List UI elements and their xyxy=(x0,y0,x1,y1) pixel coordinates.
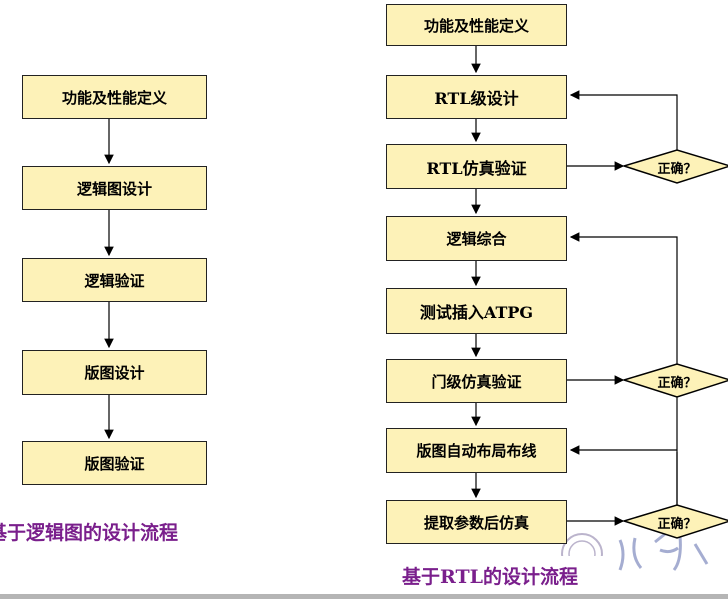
right-step-2: RTL级设计 xyxy=(386,75,567,119)
left-step-1: 功能及性能定义 xyxy=(22,75,207,119)
left-step-5: 版图验证 xyxy=(22,441,207,485)
bottom-bar xyxy=(0,594,728,599)
decision-diamond-3 xyxy=(621,504,728,539)
decision-diamond-2 xyxy=(621,363,728,398)
decision-label-1: 正确？ xyxy=(657,162,697,177)
decision-diamond-1 xyxy=(621,149,728,184)
right-step-1: 功能及性能定义 xyxy=(386,4,567,46)
right-step-4: 逻辑综合 xyxy=(386,216,567,261)
left-step-2: 逻辑图设计 xyxy=(22,166,207,210)
left-step-4: 版图设计 xyxy=(22,350,207,395)
right-step-6: 门级仿真验证 xyxy=(386,359,567,403)
right-step-5: 测试插入ATPG xyxy=(386,288,567,334)
right-step-7: 版图自动布局布线 xyxy=(386,428,567,473)
right-caption: 基于RTL的设计流程 xyxy=(362,556,618,594)
right-step-8: 提取参数后仿真 xyxy=(386,500,567,544)
decision-label-3: 正确？ xyxy=(657,517,697,532)
left-step-3: 逻辑验证 xyxy=(22,258,207,302)
left-caption: 基于逻辑图的设计流程 xyxy=(0,522,179,544)
right-step-3: RTL仿真验证 xyxy=(386,144,567,189)
decision-label-2: 正确？ xyxy=(657,376,697,391)
